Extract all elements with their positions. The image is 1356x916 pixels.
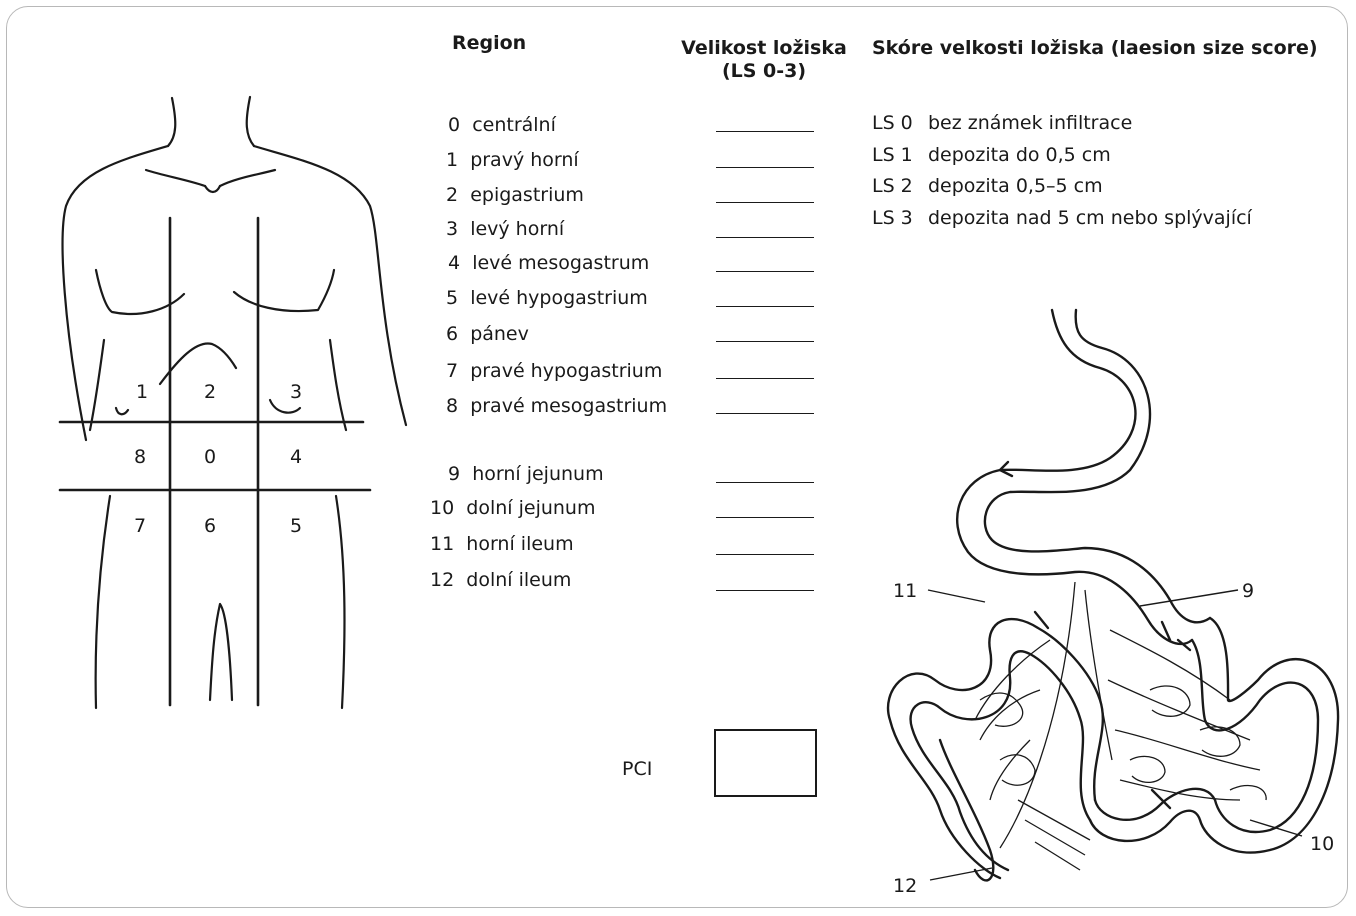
mesentery bbox=[975, 582, 1266, 870]
intestine-label-10: 10 bbox=[1310, 833, 1334, 855]
intestine-label-9: 9 bbox=[1242, 580, 1254, 602]
jejunum-outer bbox=[1095, 640, 1318, 832]
jejunum-inner bbox=[1090, 618, 1338, 853]
tie-2 bbox=[1035, 612, 1048, 628]
intestine-label-12: 12 bbox=[893, 875, 917, 897]
intestine-label-11: 11 bbox=[893, 580, 917, 602]
ileum-tail bbox=[940, 740, 993, 880]
leader-11 bbox=[928, 590, 985, 602]
leader-10 bbox=[1250, 820, 1302, 836]
stomach-outer bbox=[957, 310, 1192, 644]
leader-9 bbox=[1140, 590, 1238, 606]
